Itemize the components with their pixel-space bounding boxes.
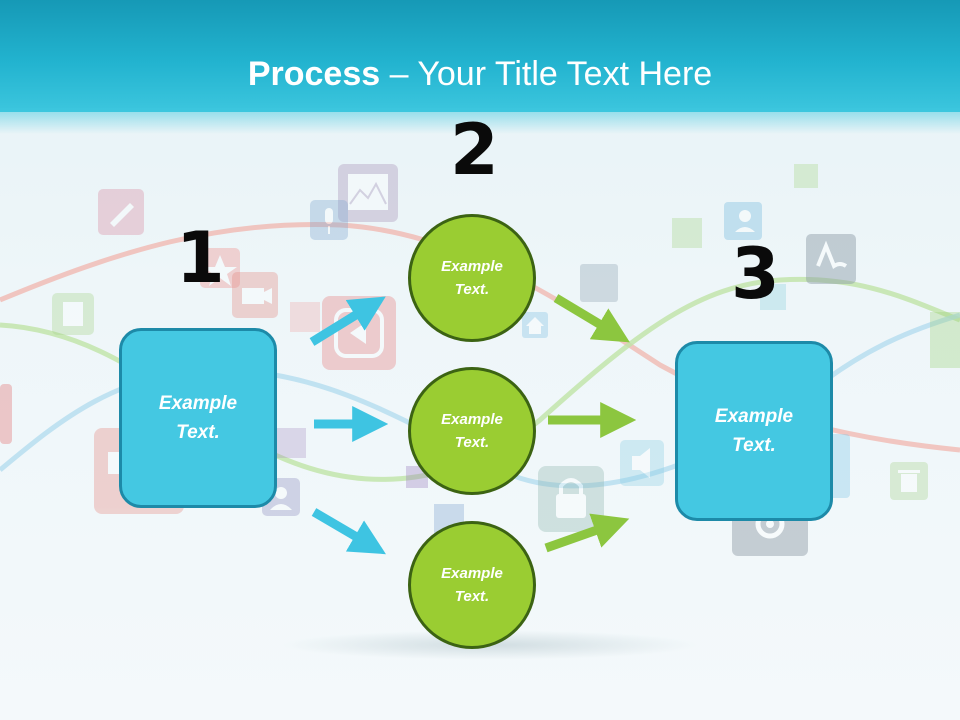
- header-fade: [0, 108, 960, 134]
- speaker-icon: [620, 440, 664, 486]
- green-edge-tile: [930, 312, 960, 368]
- music-icon: [806, 234, 856, 284]
- step-number-1: 1: [176, 217, 225, 299]
- title-rest: – Your Title Text Here: [380, 55, 713, 93]
- lock-icon: [538, 466, 604, 532]
- teal-tile: [760, 284, 786, 310]
- microphone-icon: [310, 200, 348, 240]
- home-icon: [522, 312, 548, 338]
- circle-top: Example Text.: [408, 214, 536, 342]
- green-tile-2: [794, 164, 818, 188]
- contact-icon: [724, 202, 762, 240]
- document-icon: [52, 293, 94, 335]
- red-tile: [0, 384, 12, 444]
- title-bold: Process: [247, 55, 381, 93]
- purple-tile: [276, 428, 306, 458]
- header-bar: [0, 0, 960, 112]
- step-number-3: 3: [731, 233, 780, 315]
- slide-title: Process – Your Title Text Here: [0, 52, 960, 96]
- step-number-2: 2: [450, 109, 499, 191]
- arrow-box1-to-circle-bottom: [311, 508, 386, 555]
- arrow-circle-top-to-box2: [553, 294, 630, 343]
- trash-icon: [890, 462, 928, 500]
- start-box: Example Text.: [119, 328, 277, 508]
- pencil-icon: [98, 189, 144, 235]
- end-box: Example Text.: [675, 341, 833, 521]
- pink-tile: [290, 302, 320, 332]
- camera-icon: [232, 272, 278, 318]
- star-icon: [200, 248, 240, 288]
- image-icon: [338, 164, 398, 222]
- circle-middle: Example Text.: [408, 367, 536, 495]
- green-tile-1: [672, 218, 702, 248]
- circle-bottom: Example Text.: [408, 521, 536, 649]
- arrow-box1-to-circle-top: [309, 296, 386, 346]
- gray-tile: [580, 264, 618, 302]
- arrow-circle-bottom-to-box2: [544, 513, 630, 553]
